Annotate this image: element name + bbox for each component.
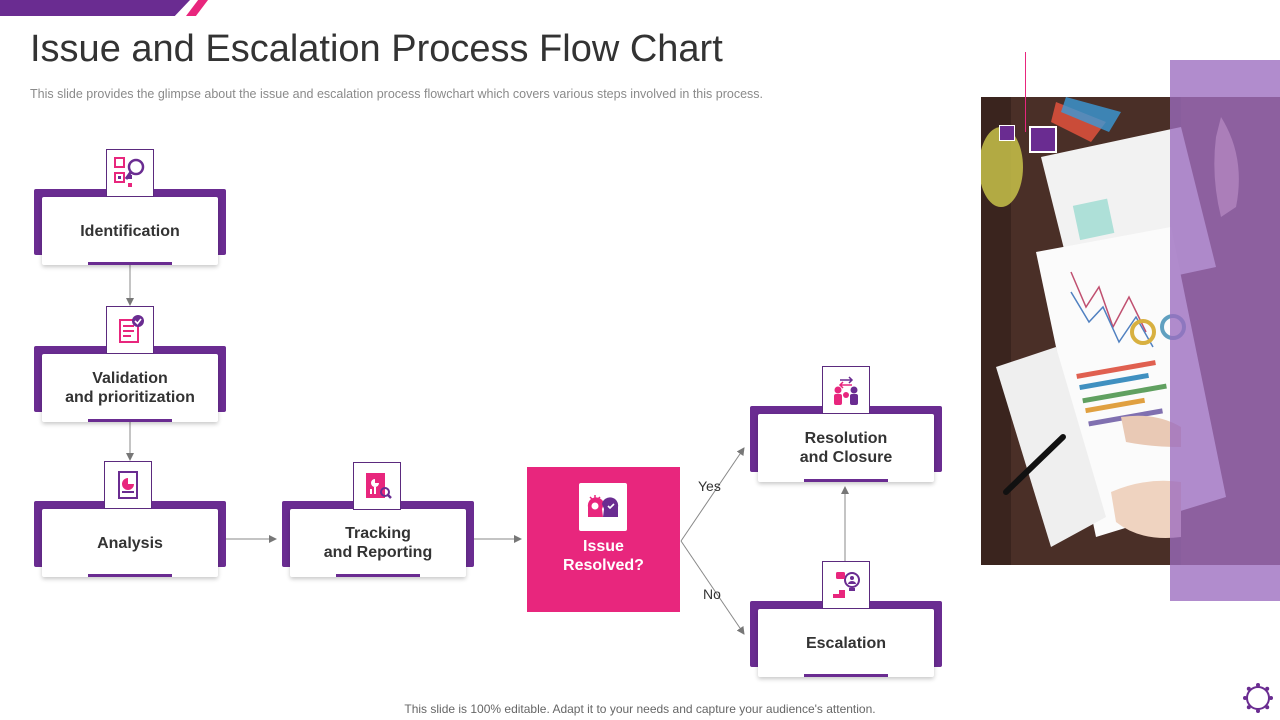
branch-yes-label: Yes (698, 478, 721, 494)
heads-thinking-icon (579, 483, 627, 531)
step-underline (804, 674, 888, 677)
purple-overlay-panel (1170, 60, 1280, 601)
step-label: Analysis (97, 534, 163, 552)
connector-decision-no (680, 540, 745, 635)
branch-no-label: No (703, 586, 721, 602)
step-underline (88, 574, 172, 577)
step-card: Analysis (42, 509, 218, 577)
page-subtitle: This slide provides the glimpse about th… (30, 87, 764, 101)
step-validation[interactable]: Validation and prioritization (34, 346, 226, 426)
report-search-icon (353, 462, 401, 510)
step-analysis[interactable]: Analysis (34, 501, 226, 581)
connector-decision-yes (680, 447, 745, 542)
decision-label: Issue Resolved? (563, 538, 644, 574)
top-accent-bar (0, 0, 190, 16)
footer-note: This slide is 100% editable. Adapt it to… (404, 702, 876, 716)
decor-vertical-line (1025, 52, 1026, 132)
qr-search-icon (106, 149, 154, 197)
step-escalation[interactable]: Escalation (750, 601, 942, 681)
brand-gear-icon (1243, 683, 1273, 713)
decor-large-square (1029, 126, 1057, 153)
step-card: Resolution and Closure (758, 414, 934, 482)
step-label: Tracking and Reporting (323, 525, 433, 561)
scroll-check-icon (106, 306, 154, 354)
step-label: Escalation (805, 634, 887, 652)
step-label: Identification (80, 222, 180, 240)
step-label: Resolution and Closure (799, 430, 893, 466)
step-resolution[interactable]: Resolution and Closure (750, 406, 942, 486)
step-underline (336, 574, 420, 577)
decision-issue-resolved[interactable]: Issue Resolved? (527, 467, 680, 612)
step-card: Identification (42, 197, 218, 265)
step-card: Escalation (758, 609, 934, 677)
step-underline (88, 262, 172, 265)
step-underline (804, 479, 888, 482)
page-title: Issue and Escalation Process Flow Chart (30, 28, 723, 70)
step-label: Validation and prioritization (65, 370, 195, 406)
step-identification[interactable]: Identification (34, 189, 226, 269)
decor-small-square (999, 125, 1015, 141)
step-underline (88, 419, 172, 422)
step-card: Validation and prioritization (42, 354, 218, 422)
idea-escalation-icon (822, 561, 870, 609)
people-discussion-icon (822, 366, 870, 414)
document-chart-icon (104, 461, 152, 509)
step-card: Tracking and Reporting (290, 509, 466, 577)
step-tracking[interactable]: Tracking and Reporting (282, 501, 474, 581)
